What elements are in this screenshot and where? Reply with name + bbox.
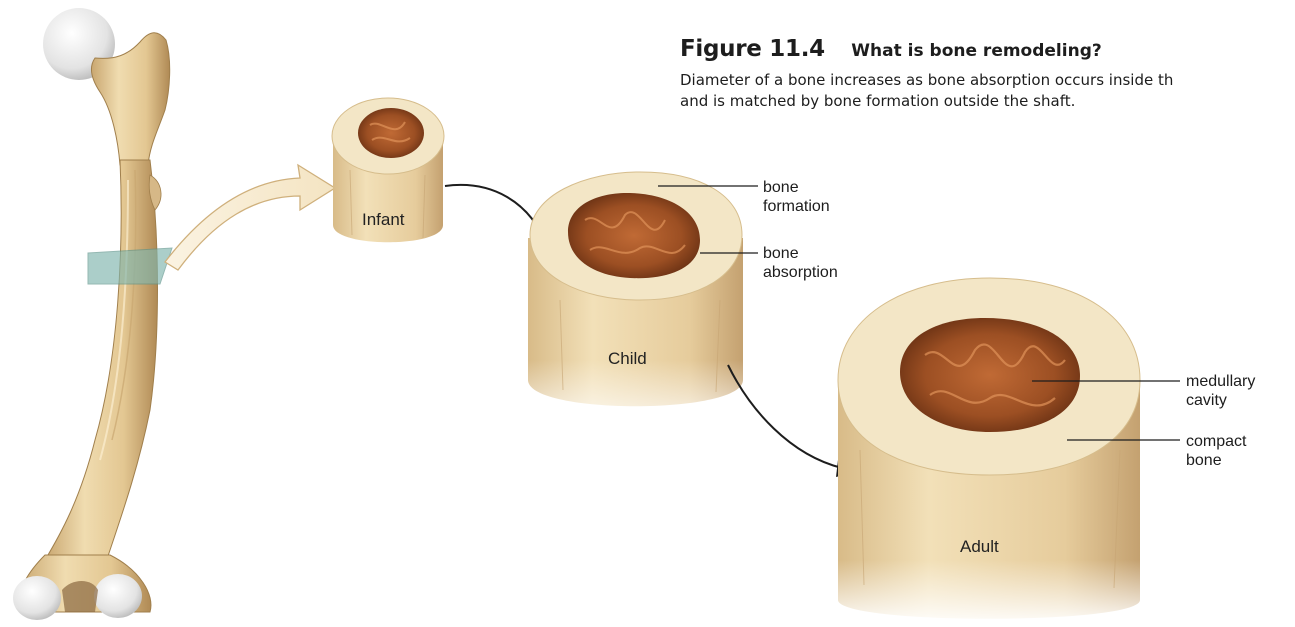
medial-condyle bbox=[13, 576, 61, 620]
figure-title: What is bone remodeling? bbox=[851, 41, 1101, 61]
caption-line: and is matched by bone formation outside… bbox=[680, 91, 1295, 112]
label-medullary-cavity: medullary cavity bbox=[1186, 372, 1255, 410]
adult-medullary-cavity bbox=[900, 318, 1080, 432]
label-bone-absorption: bone absorption bbox=[763, 244, 838, 282]
stage-label-infant: Infant bbox=[362, 210, 405, 230]
adult-bone-section bbox=[830, 278, 1150, 627]
figure-number: Figure 11.4 bbox=[680, 36, 825, 62]
femur-illustration bbox=[13, 8, 170, 620]
caption-line: Diameter of a bone increases as bone abs… bbox=[680, 70, 1295, 91]
lateral-condyle bbox=[94, 574, 142, 618]
label-bone-formation: bone formation bbox=[763, 178, 830, 216]
stage-label-adult: Adult bbox=[960, 537, 999, 557]
cross-section-plane bbox=[88, 248, 172, 284]
figure-caption: Diameter of a bone increases as bone abs… bbox=[680, 70, 1295, 112]
child-bone-section bbox=[520, 172, 760, 440]
infant-medullary-cavity bbox=[358, 108, 424, 158]
label-compact-bone: compact bone bbox=[1186, 432, 1246, 470]
femoral-shaft bbox=[45, 160, 158, 565]
stage-label-child: Child bbox=[608, 349, 647, 369]
figure-heading: Figure 11.4 What is bone remodeling? bbox=[680, 36, 1102, 62]
infant-bone-section bbox=[300, 98, 470, 300]
intercondylar-notch bbox=[62, 581, 98, 612]
